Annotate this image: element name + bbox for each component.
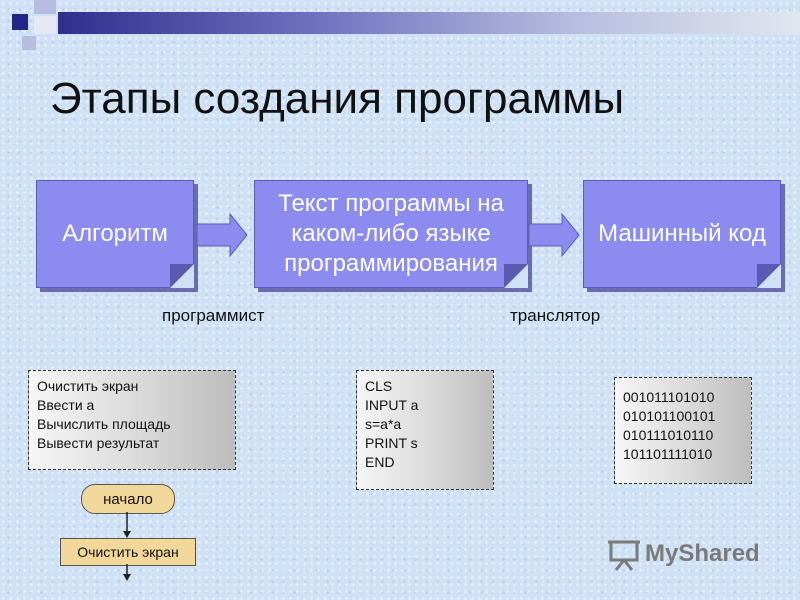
binary-line: 010101100101 [623, 408, 716, 424]
deco-square-dark [12, 14, 28, 30]
algorithm-steps-box: Очистить экран Ввести a Вычислить площад… [28, 370, 236, 470]
program-text-line-1: Текст программы на [278, 190, 504, 217]
algorithm-label: Алгоритм [62, 220, 168, 247]
myshared-logo: MyShared [605, 538, 765, 572]
code-line: s=a*a [365, 416, 402, 432]
header-decoration [0, 0, 800, 50]
program-code-box: CLS INPUT a s=a*a PRINT s END [356, 370, 494, 490]
binary-line: 010111010110 [623, 427, 714, 443]
caption-programmer: программист [162, 306, 265, 325]
program-text-line-2: каком-либо языке [291, 220, 491, 247]
algorithm-step: Очистить экран [37, 378, 139, 394]
machine-code-block: Машинный код [583, 180, 781, 288]
binary-line: 001011101010 [623, 389, 715, 405]
flowchart-start: начало [81, 484, 175, 514]
program-text-line-3: программирования [284, 250, 498, 277]
machine-code-label: Машинный код [598, 220, 766, 247]
logo-text: MyShared [645, 540, 760, 567]
caption-translator: транслятор [510, 306, 601, 325]
page-fold [504, 264, 528, 288]
header-gradient-bar [58, 12, 800, 34]
slide-title: Этапы создания программы [50, 74, 625, 123]
code-line: CLS [365, 378, 393, 394]
code-line: PRINT s [365, 435, 418, 451]
code-line: END [365, 454, 395, 470]
binary-code-box: 001011101010 010101100101 010111010110 1… [614, 377, 752, 484]
deco-square-white [34, 16, 56, 34]
binary-line: 101101111010 [623, 446, 713, 462]
program-text-block: Текст программы на каком-либо языке прог… [254, 180, 528, 288]
arrow-right-icon [528, 212, 580, 258]
page-fold [757, 264, 781, 288]
presentation-board-icon [608, 540, 640, 571]
flowchart-arrow [123, 564, 131, 581]
deco-square-light [34, 0, 56, 14]
flowchart-step: Очистить экран [60, 538, 196, 566]
algorithm-step: Вывести результат [37, 435, 160, 451]
page-fold [170, 264, 194, 288]
arrow-right-icon [196, 212, 248, 258]
deco-square-small [22, 36, 36, 50]
code-line: INPUT a [365, 397, 419, 413]
flowchart-arrow [123, 512, 131, 538]
algorithm-step: Ввести a [37, 397, 95, 413]
algorithm-block: Алгоритм [36, 180, 194, 288]
algorithm-step: Вычислить площадь [37, 416, 171, 432]
